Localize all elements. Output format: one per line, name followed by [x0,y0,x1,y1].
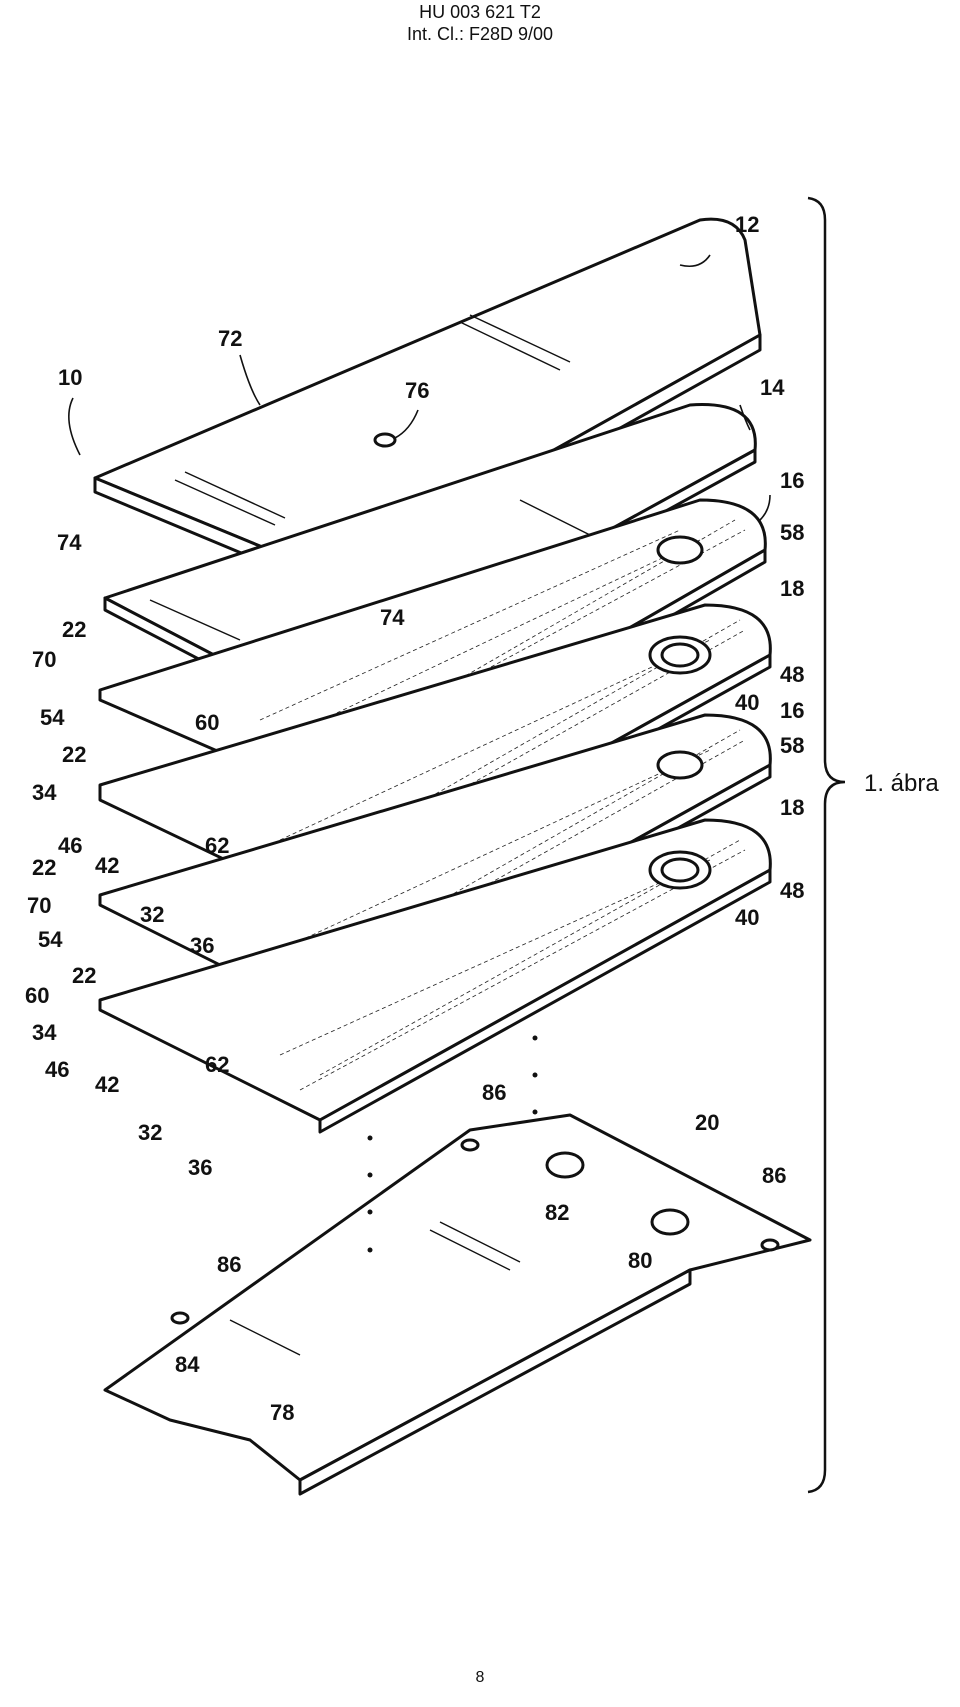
leader-lines [68,254,771,521]
ref-60a: 60 [195,710,219,735]
base-plate [103,1113,812,1496]
classification: Int. Cl.: F28D 9/00 [406,24,554,44]
ref-16b: 16 [780,698,804,723]
ref-86b: 86 [762,1163,786,1188]
ref-20: 20 [695,1110,719,1135]
ref-70a: 70 [32,647,56,672]
ref-46a: 46 [58,833,82,858]
ref-70b: 70 [27,893,51,918]
ref-72: 72 [218,326,242,351]
ref-14: 14 [760,375,785,400]
ref-10: 10 [58,365,82,390]
ref-42a: 42 [95,853,119,878]
ref-62b: 62 [205,1052,229,1077]
ref-22c: 22 [32,855,56,880]
ref-76: 76 [405,378,429,403]
ref-62a: 62 [205,833,229,858]
ref-34a: 34 [32,780,57,805]
ref-74a: 74 [57,530,82,555]
ref-80: 80 [628,1248,652,1273]
ref-34b: 34 [32,1020,57,1045]
ref-58a: 58 [780,520,804,545]
ref-86a: 86 [482,1080,506,1105]
ref-22a: 22 [62,617,86,642]
figure-caption: 1. ábra [864,770,939,797]
ref-86c: 86 [217,1252,241,1277]
ref-40b: 40 [735,905,759,930]
ref-12: 12 [735,212,759,237]
ref-54b: 54 [38,927,63,952]
ref-16a: 16 [780,468,804,493]
fin-plate-stack [98,498,772,1134]
ref-74b: 74 [380,605,405,630]
ref-36a: 36 [190,933,214,958]
ref-40a: 40 [735,690,759,715]
ref-32b: 32 [138,1120,162,1145]
ref-48a: 48 [780,662,804,687]
ref-78: 78 [270,1400,294,1425]
assembly-brace [807,196,846,1494]
ref-32a: 32 [140,902,164,927]
ref-22d: 22 [72,963,96,988]
ref-18a: 18 [780,576,804,601]
ref-46b: 46 [45,1057,69,1082]
publication-number: HU 003 621 T2 [419,2,541,22]
ref-36b: 36 [188,1155,212,1180]
ref-58b: 58 [780,733,804,758]
ref-54a: 54 [40,705,65,730]
ref-82: 82 [545,1200,569,1225]
ref-84: 84 [175,1352,200,1377]
stacking-dots [367,1035,538,1253]
ref-42b: 42 [95,1072,119,1097]
ref-48b: 48 [780,878,804,903]
ref-22b: 22 [62,742,86,767]
ref-18b: 18 [780,795,804,820]
ref-60b: 60 [25,983,49,1008]
page-number: 8 [475,1669,485,1686]
reference-numerals: 12 72 10 76 14 16 58 74 18 74 22 70 48 4… [25,212,804,1425]
